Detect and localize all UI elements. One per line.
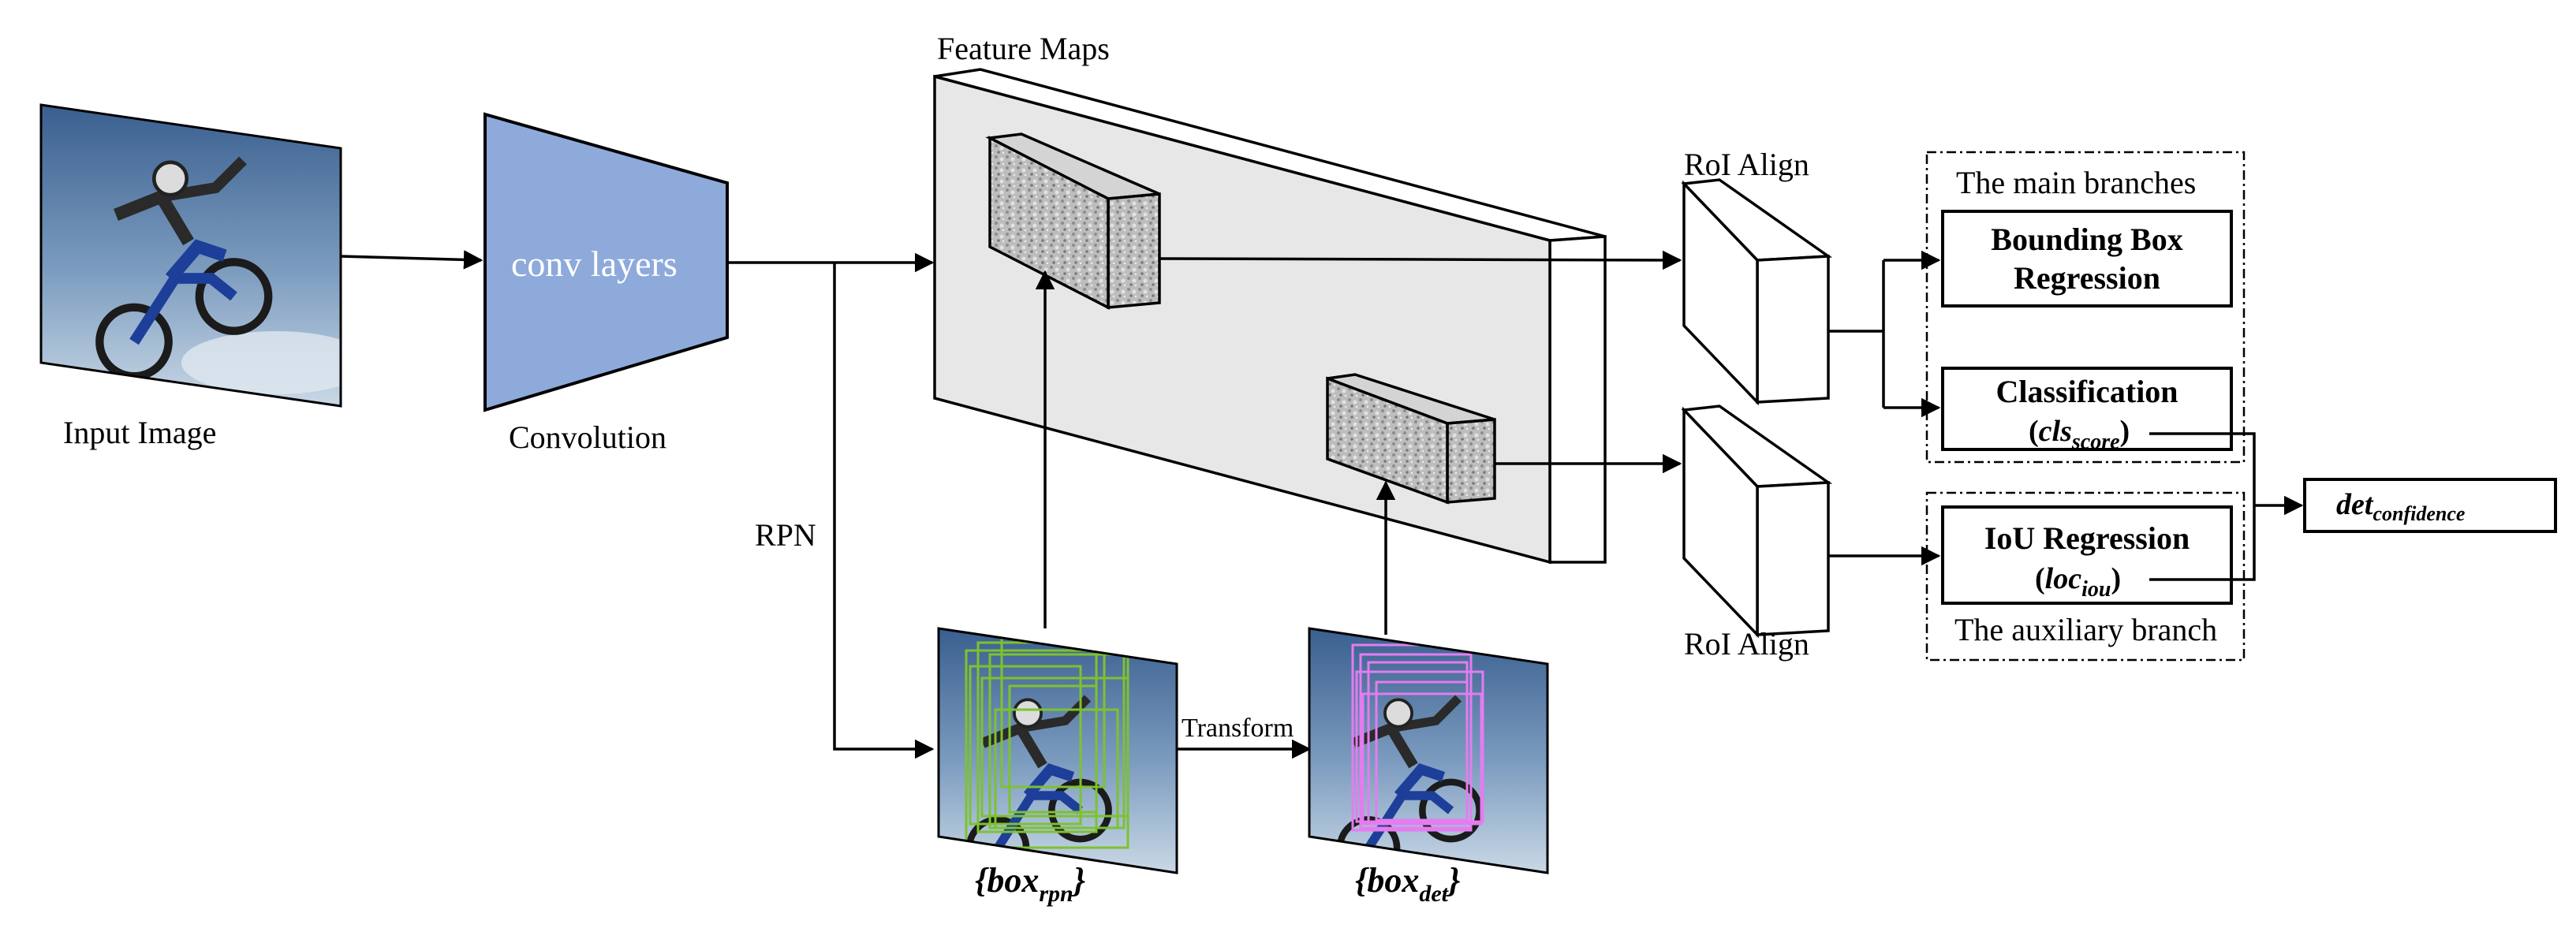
feature-block-bottom-icon — [1326, 373, 1496, 505]
feature-block-top-icon — [985, 132, 1161, 310]
main-branches-label: The main branches — [1956, 165, 2196, 200]
main-branches-group — [1925, 151, 2246, 464]
box-det-label: {boxdet} — [1355, 861, 1460, 907]
input-image — [39, 103, 342, 408]
auxiliary-branch-label: The auxiliary branch — [1954, 612, 2217, 647]
conv-layers-label: conv layers — [511, 244, 678, 284]
roi-align-bottom-block — [1681, 404, 1833, 639]
det-confidence-label: detconfidence — [2336, 488, 2465, 525]
det-confidence-box — [2303, 478, 2557, 533]
bbox-regression-line2: Regression — [2014, 260, 2160, 296]
roi-align-bottom-label: RoI Align — [1684, 626, 1809, 662]
bbox-regression-box — [1941, 210, 2233, 308]
arrow-to-roi-align-top — [1159, 250, 1682, 270]
bbox-regression-line1: Bounding Box — [1991, 222, 2182, 257]
classification-label: Classification — [1995, 374, 2178, 409]
arrow-input-to-conv — [340, 250, 483, 270]
transform-label: Transform — [1182, 714, 1294, 743]
conv-layers-block — [483, 112, 729, 412]
arrow-rpn-branch — [833, 263, 935, 759]
input-image-label: Input Image — [63, 415, 216, 450]
rpn-boxes-image — [937, 627, 1178, 874]
feature-maps-label: Feature Maps — [937, 31, 1110, 66]
iou-regression-box — [1941, 505, 2233, 605]
box-rpn-label: {boxrpn} — [975, 861, 1085, 907]
iou-regression-label: IoU Regression — [1984, 520, 2190, 556]
rpn-label: RPN — [755, 517, 816, 553]
roi-align-top-block — [1681, 178, 1833, 406]
classification-box — [1941, 367, 2233, 451]
auxiliary-branch-group — [1925, 491, 2246, 662]
convolution-label: Convolution — [509, 419, 666, 455]
det-boxes-image — [1308, 627, 1549, 874]
roi-align-top-label: RoI Align — [1684, 147, 1809, 182]
